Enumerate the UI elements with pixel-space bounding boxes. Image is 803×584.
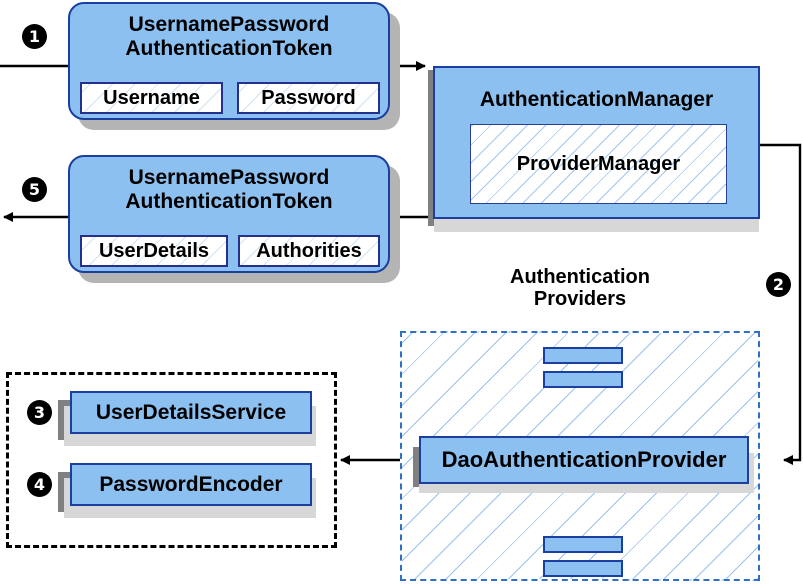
user-details-service-card[interactable]: UserDetailsService [70,391,312,434]
request-token-password-label: Password [261,86,356,109]
provider-placeholder-bottom-2[interactable] [543,560,623,577]
provider-manager-label: ProviderManager [516,152,681,175]
step-badge-3: 3 [27,400,52,425]
request-token-title-line2: AuthenticationToken [125,36,333,60]
step-badge-2: 2 [766,272,791,297]
authentication-providers-label-line1: Authentication [510,266,650,288]
step-badge-1-number: 1 [28,26,41,46]
provider-placeholder-top-2[interactable] [543,371,623,388]
response-token-userdetails-label: UserDetails [98,239,210,262]
user-details-service-label: UserDetailsService [95,400,287,424]
step-badge-4-number: 4 [33,474,46,494]
password-encoder-label: PasswordEncoder [99,472,283,496]
step-badge-5-number: 5 [28,179,41,199]
password-encoder-card[interactable]: PasswordEncoder [70,463,312,506]
step-badge-5: 5 [22,177,47,202]
step-badge-2-number: 2 [772,274,785,294]
provider-placeholder-top-1[interactable] [543,347,623,364]
authentication-providers-label-line2: Providers [533,288,627,311]
response-token-authorities-label: Authorities [256,239,362,262]
request-token-card[interactable]: UsernamePassword AuthenticationToken Use… [68,2,390,120]
request-token-username-field[interactable]: Username [80,82,223,114]
arrow-manager-to-provider [760,143,802,465]
authentication-manager-card[interactable]: AuthenticationManager ProviderManager [433,66,760,219]
response-token-title: UsernamePassword AuthenticationToken [70,166,388,213]
provider-placeholder-bottom-1[interactable] [543,536,623,553]
response-token-card[interactable]: UsernamePassword AuthenticationToken Use… [68,155,390,273]
dao-authentication-provider-label: DaoAuthenticationProvider [441,446,727,472]
step-badge-4: 4 [27,472,52,497]
step-badge-3-number: 3 [33,402,46,422]
provider-manager-panel[interactable]: ProviderManager [470,124,727,204]
request-token-title: UsernamePassword AuthenticationToken [70,13,388,60]
response-token-userdetails-field[interactable]: UserDetails [80,235,228,267]
response-token-authorities-field[interactable]: Authorities [238,235,380,267]
authentication-providers-label: Authentication Providers [480,266,680,311]
authentication-manager-title: AuthenticationManager [479,88,714,111]
request-token-username-label: Username [103,86,200,109]
response-token-title-line2: AuthenticationToken [125,189,333,213]
dao-authentication-provider-card[interactable]: DaoAuthenticationProvider [419,436,749,484]
response-token-title-line1: UsernamePassword [128,166,330,189]
step-badge-1: 1 [22,24,47,49]
request-token-title-line1: UsernamePassword [128,13,330,36]
request-token-password-field[interactable]: Password [237,82,380,114]
